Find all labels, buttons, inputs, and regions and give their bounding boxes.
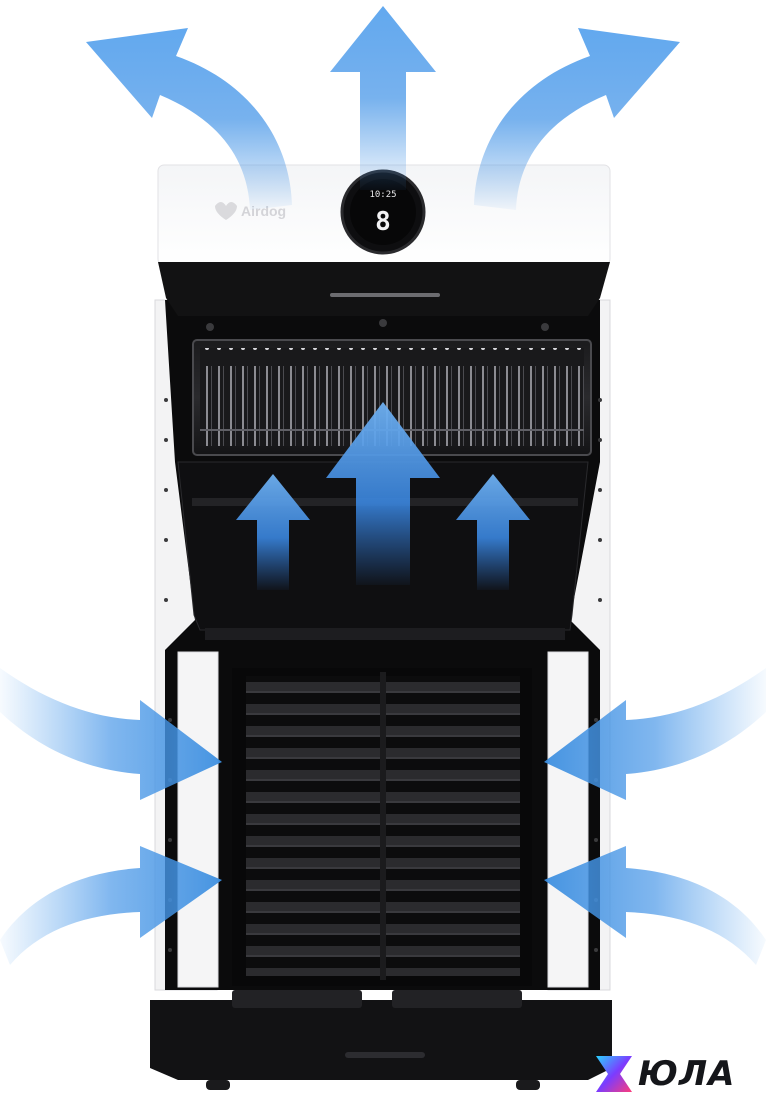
intake-fan: [232, 668, 532, 986]
base-rim: [232, 990, 362, 1008]
outflow-arrow-left: [86, 28, 292, 210]
display-time: 10:25: [369, 190, 396, 200]
left-foot: [206, 1080, 230, 1090]
intake-arrow-left-upper: [0, 668, 222, 800]
right-foot: [516, 1080, 540, 1090]
watermark-text: ЮЛА: [638, 1054, 736, 1094]
base-tray: [150, 1000, 612, 1080]
left-inner-pillar: [177, 651, 219, 988]
control-display: 10:25 8: [340, 169, 426, 255]
outflow-arrow-right: [474, 28, 680, 210]
outlet-slot: [330, 293, 440, 297]
funnel-ledge: [205, 628, 565, 640]
watermark: ЮЛА: [592, 1052, 760, 1096]
watermark-logo-icon: [596, 1056, 632, 1092]
outlet-lid: [158, 262, 610, 316]
intake-arrow-left-lower: [0, 846, 222, 965]
base-rim-right: [392, 990, 522, 1008]
base-handle: [345, 1052, 425, 1058]
purifier-body: Airdog 10:25 8: [150, 164, 612, 1090]
mount-screws: [206, 319, 549, 331]
brand-heart-icon: [215, 202, 237, 220]
inner-arrow-right: [456, 474, 530, 590]
right-inner-pillar: [547, 651, 589, 988]
inner-arrow-left: [236, 474, 310, 590]
intake-arrow-right-lower: [544, 846, 766, 965]
airflow-arrows: [0, 6, 766, 965]
intake-arrow-right-upper: [544, 668, 766, 800]
inner-arrow-center: [326, 402, 440, 585]
outflow-arrow-center: [330, 6, 436, 190]
display-digit: 8: [375, 207, 391, 237]
